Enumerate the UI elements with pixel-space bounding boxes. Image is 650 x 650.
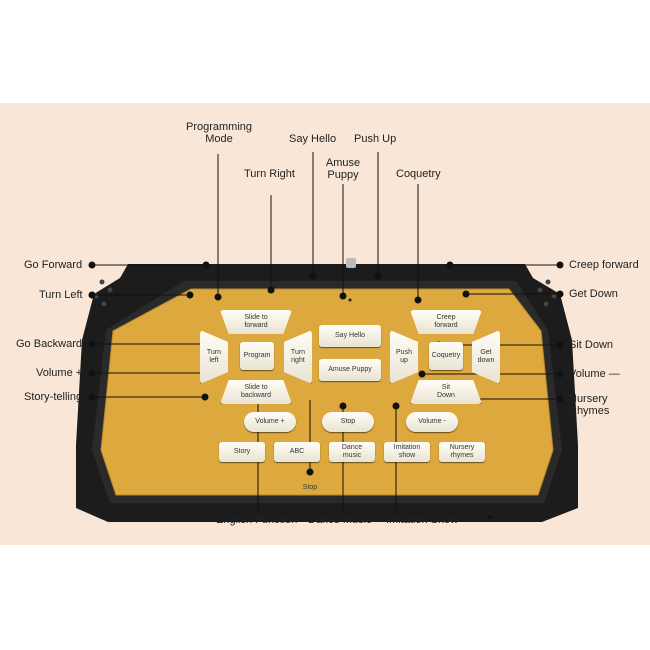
antenna-knob <box>346 258 356 268</box>
say-hello-button[interactable]: Say Hello <box>319 325 381 347</box>
callout-english-function: English Function <box>216 514 298 526</box>
callout-dance-music: Dance Music <box>308 514 372 526</box>
abc-button[interactable]: ABC <box>274 442 320 462</box>
program-button[interactable]: Program <box>240 342 274 370</box>
volume-minus-button[interactable]: Volume - <box>406 412 458 432</box>
coquetry-button[interactable]: Coquetry <box>429 342 463 370</box>
volume-plus-button[interactable]: Volume + <box>244 412 296 432</box>
callout-say-hello: Say Hello <box>289 133 337 145</box>
callout-go-backward: Go Backward <box>16 338 83 350</box>
control-panel <box>100 288 554 496</box>
body-stop-label: Stop <box>302 484 318 491</box>
callout-turn-right: Turn Right <box>244 168 295 180</box>
speaker-dots-right <box>537 279 557 307</box>
callout-sit-down: Sit Down <box>569 339 614 351</box>
callout-coquetry: Coquetry <box>396 168 441 180</box>
callout-push-up: Push Up <box>354 133 397 145</box>
amuse-puppy-button[interactable]: Amuse Puppy <box>319 359 381 381</box>
callout-turn-left: Turn Left <box>39 289 83 301</box>
indicator-dot <box>348 298 352 302</box>
callout-story-telling: Story-telling <box>24 391 83 403</box>
callout-volume-minus: Volume — <box>569 368 620 380</box>
callout-get-down: Get Down <box>569 288 618 300</box>
stop-button[interactable]: Stop <box>322 412 374 432</box>
story-button[interactable]: Story <box>219 442 265 462</box>
callout-imitation-show: Imitation Show <box>386 514 459 526</box>
callout-go-forward: Go Forward <box>24 259 83 271</box>
callout-creep-forward: Creep forward <box>569 259 639 271</box>
callout-volume-plus: Volume + <box>36 367 83 379</box>
